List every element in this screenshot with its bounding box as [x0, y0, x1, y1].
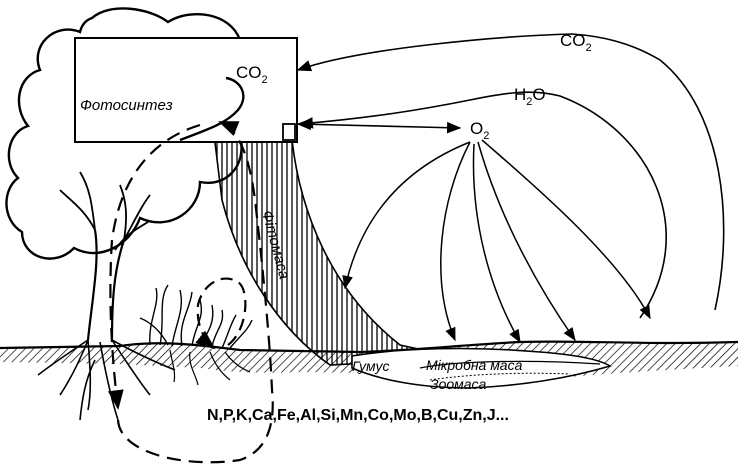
- co2-box-base: CO: [236, 63, 262, 82]
- o2-arrow-1: [342, 141, 471, 290]
- small-roots: [169, 349, 251, 386]
- nutrient-cycle-loop: [107, 123, 201, 410]
- photosynthesis-box: [74, 37, 298, 143]
- humus-label: Гумус: [352, 358, 389, 374]
- o2-base: O: [470, 119, 483, 138]
- co2-top-label: CO2: [560, 31, 592, 54]
- zoomass-label: Зоомаса: [430, 376, 487, 392]
- o2-arrow-5: [481, 139, 651, 320]
- h2o-sub: 2: [526, 96, 532, 108]
- co2-return-arrow: [296, 33, 725, 311]
- microbial-mass-label: Мікробна маса: [426, 357, 523, 373]
- o2-arrow-4: [477, 141, 576, 342]
- grass-cycle-loop: [195, 277, 247, 350]
- tree-roots: [37, 339, 176, 421]
- photosynthesis-label: Фотосинтез: [80, 97, 173, 114]
- co2-box-label: CO2: [236, 63, 268, 86]
- h2o-base: H: [514, 85, 526, 104]
- h2o-tail: O: [532, 85, 545, 104]
- box-port: [282, 123, 296, 141]
- o2-label: O2: [470, 119, 489, 142]
- biomass-lens: [351, 347, 612, 389]
- co2-top-sub: 2: [586, 42, 592, 54]
- h2o-label: H2O: [514, 85, 546, 108]
- co2-top-base: CO: [560, 31, 586, 50]
- o2-arrow-2: [440, 141, 471, 342]
- phytomass-band: [211, 117, 461, 366]
- o2-sub: 2: [483, 130, 489, 142]
- o2-exchange-arrow: [296, 118, 462, 134]
- co2-box-sub: 2: [262, 74, 268, 86]
- tree-branches: [59, 171, 151, 251]
- o2-arrow-3: [472, 143, 521, 344]
- nutrient-elements-label: N,P,K,Ca,Fe,Al,Si,Mn,Co,Mo,B,Cu,Zn,J...: [207, 407, 509, 424]
- tree-trunk: [86, 229, 126, 341]
- h2o-arrow: [298, 91, 667, 319]
